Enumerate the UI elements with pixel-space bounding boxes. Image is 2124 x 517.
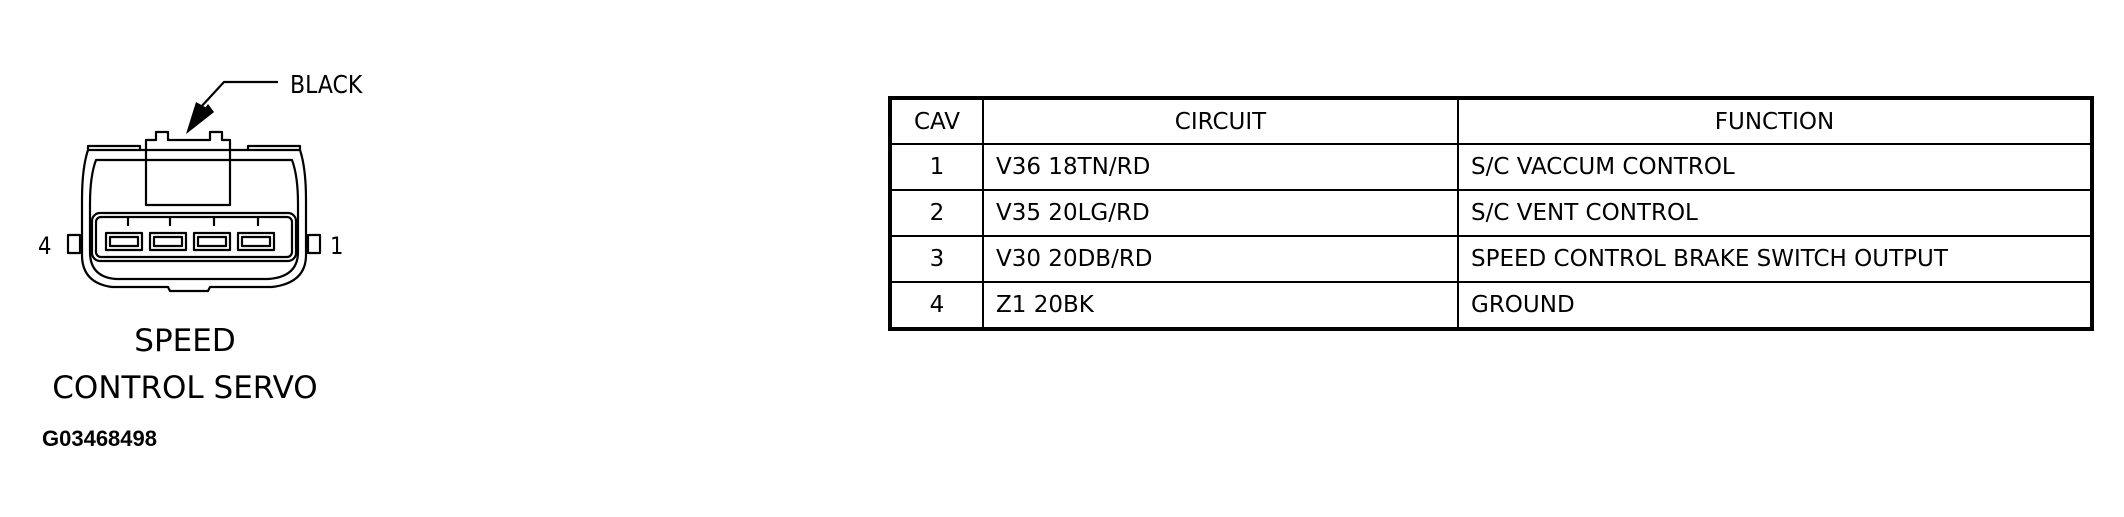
cell-function: S/C VACCUM CONTROL <box>1457 143 2093 191</box>
color-leader-line <box>199 80 278 109</box>
connector-lock-tab <box>144 130 232 207</box>
cell-function: SPEED CONTROL BRAKE SWITCH OUTPUT <box>1457 234 2093 283</box>
cell-circuit: V35 20LG/RD <box>982 188 1459 237</box>
connector-outer-shell <box>80 148 308 293</box>
cell-cav: 2 <box>889 188 984 237</box>
table-row: 4 Z1 20BK GROUND <box>889 280 2093 331</box>
terminal-2 <box>192 231 232 252</box>
header-circuit: CIRCUIT <box>982 97 1459 145</box>
table-row: 1 V36 18TN/RD S/C VACCUM CONTROL <box>889 143 2093 191</box>
cell-circuit: V36 18TN/RD <box>982 143 1459 191</box>
cell-cav: 1 <box>889 143 984 191</box>
table-row: 2 V35 20LG/RD S/C VENT CONTROL <box>889 188 2093 237</box>
table-header-row: CAV CIRCUIT FUNCTION <box>889 97 2093 145</box>
figure-id: G03468498 <box>42 426 157 451</box>
header-cav: CAV <box>889 97 984 145</box>
pin-number-left: 4 <box>38 232 52 260</box>
cell-circuit: V30 20DB/RD <box>982 234 1459 283</box>
pinout-table: CAV CIRCUIT FUNCTION 1 V36 18TN/RD S/C V… <box>888 96 2094 331</box>
cell-function: GROUND <box>1457 280 2093 331</box>
connector-ear-left <box>86 144 142 150</box>
pin-number-right: 1 <box>330 232 344 260</box>
wire-color-label: BLACK <box>290 70 363 99</box>
component-title-line2: CONTROL SERVO <box>52 370 318 406</box>
connector-face-drawing <box>66 80 322 293</box>
connector-inner-shell <box>88 158 300 281</box>
table-row: 3 V30 20DB/RD SPEED CONTROL BRAKE SWITCH… <box>889 234 2093 283</box>
header-function: FUNCTION <box>1457 97 2093 145</box>
cell-cav: 3 <box>889 234 984 283</box>
pin-cavity-window <box>90 211 298 263</box>
side-key-right <box>306 233 322 255</box>
terminal-1 <box>236 231 276 252</box>
cell-function: S/C VENT CONTROL <box>1457 188 2093 237</box>
terminal-4 <box>104 231 144 252</box>
side-key-left <box>66 233 82 255</box>
connector-ear-right <box>246 144 302 150</box>
terminal-3 <box>148 231 188 252</box>
component-title-line1: SPEED <box>134 323 236 359</box>
cell-circuit: Z1 20BK <box>982 280 1459 331</box>
cell-cav: 4 <box>889 280 984 331</box>
